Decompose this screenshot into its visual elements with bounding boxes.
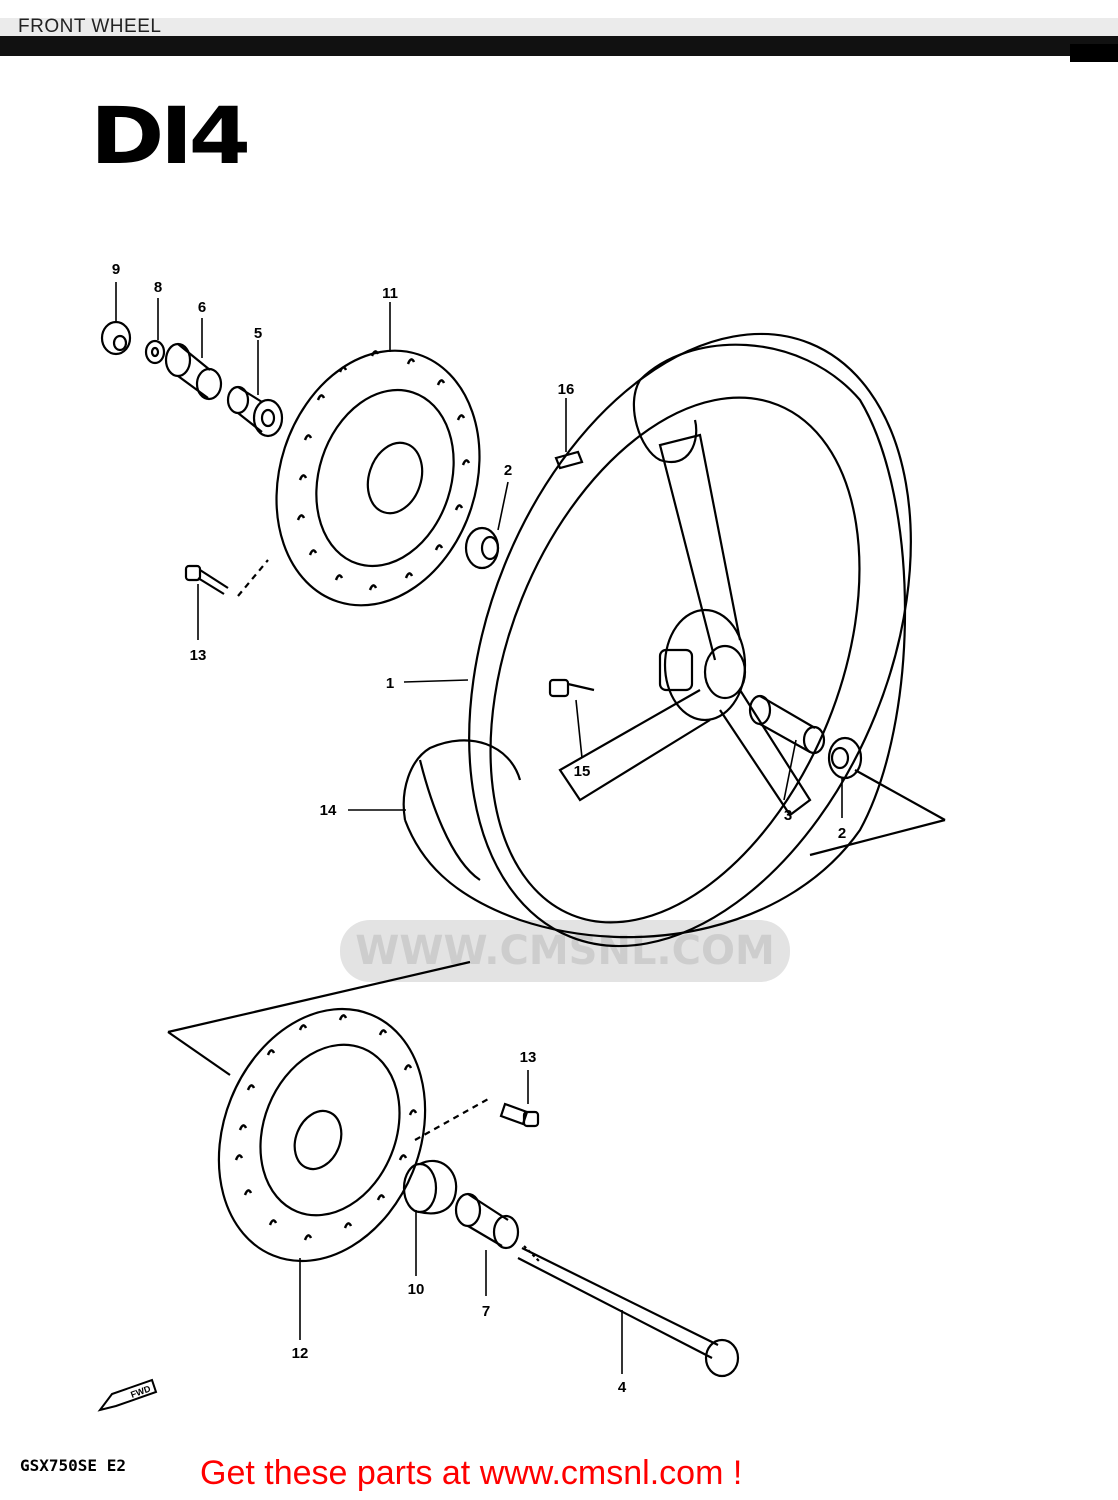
watermark: WWW.CMSNL.COM <box>340 920 790 982</box>
callout-4: 4 <box>618 1379 627 1396</box>
part-5-spacer <box>226 385 284 438</box>
part-12-brake-disc <box>217 1007 427 1263</box>
part-9-nut <box>100 320 132 356</box>
callout-1: 1 <box>386 675 394 692</box>
callout-15: 15 <box>574 763 591 780</box>
callout-6: 6 <box>198 299 206 316</box>
callout-10: 10 <box>408 1281 425 1298</box>
callout-16: 16 <box>558 381 575 398</box>
fwd-arrow-icon <box>97 1378 158 1412</box>
page-title: FRONT WHEEL <box>18 16 162 37</box>
part-13-bolt-lower <box>414 1097 540 1141</box>
part-2-bearing-upper <box>464 526 500 570</box>
part-10-hub-cap <box>402 1159 458 1215</box>
header-bar <box>0 18 1118 62</box>
part-7-spacer <box>454 1192 520 1250</box>
part-11-brake-disc <box>275 349 481 607</box>
callout-5: 5 <box>254 325 262 342</box>
callout-13-lower: 13 <box>520 1049 537 1066</box>
model-code: GSX750SE E2 <box>20 1456 126 1475</box>
callout-12: 12 <box>292 1345 309 1362</box>
cta-link[interactable]: Get these parts at www.cmsnl.com ! <box>200 1454 743 1492</box>
part-8-washer <box>144 339 166 365</box>
callout-14: 14 <box>320 802 337 819</box>
callout-2-upper: 2 <box>504 462 512 479</box>
part-6-spacer <box>164 342 223 401</box>
diagram-code: DI4 <box>90 92 251 182</box>
callout-13-upper: 13 <box>190 647 207 664</box>
part-2-bearing-right <box>827 736 863 780</box>
callout-2-right: 2 <box>838 825 846 842</box>
part-15-bolt <box>548 678 595 698</box>
callout-7: 7 <box>482 1303 490 1320</box>
part-1-wheel <box>468 332 912 948</box>
callout-11: 11 <box>382 285 398 302</box>
callout-8: 8 <box>154 279 162 296</box>
callout-9: 9 <box>112 261 120 278</box>
callout-3: 3 <box>784 807 792 824</box>
part-4-axle <box>517 1245 740 1378</box>
part-3-spacer <box>748 694 826 755</box>
part-16-valve <box>554 450 584 470</box>
part-14-tire <box>402 343 907 939</box>
part-13-bolt-upper <box>184 559 269 597</box>
